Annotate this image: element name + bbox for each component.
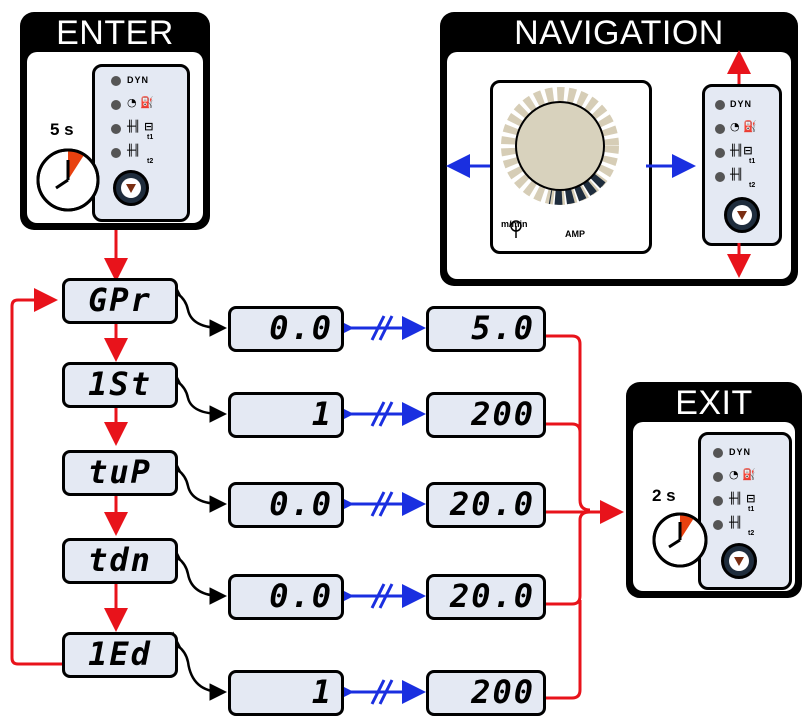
spot-timer-icon: ◔ ⛽ [127,96,155,109]
dyn-led [715,100,725,110]
max-display-tdn: 20.0 [426,574,546,620]
param-display-1ed: 1Ed [62,632,178,678]
max-value: 200 [471,673,535,711]
enter-button[interactable] [721,543,757,579]
interval-icon: ╫╢⊟ [730,144,753,157]
enter-control-panel: DYN ◔ ⛽ ╫╢ ⊟ t1 ╫╢ t2 [92,64,190,222]
spot-timer-icon: ◔ ⛽ [729,468,757,481]
interval-icon: ╫╢ ⊟ [729,492,756,505]
t2-label: t2 [147,158,154,165]
max-display-gpr: 5.0 [426,306,546,352]
rotary-knob-icon [501,87,619,238]
param-display-tup: tuP [62,450,178,496]
max-display-tup: 20.0 [426,482,546,528]
t2-label: t2 [749,182,756,189]
min-display-1st: 1 [228,392,344,438]
range-arrows [330,315,426,705]
enter-timer-icon [36,148,100,212]
enter-time: 5 s [50,120,74,139]
min-display-tup: 0.0 [228,482,344,528]
dyn-label: DYN [729,447,752,457]
min-value: 0.0 [269,577,333,615]
param-code: 1Ed [88,635,152,673]
max-value: 20.0 [449,485,535,523]
param-code: GPr [88,281,152,319]
min-value: 1 [311,395,333,433]
enter-title: ENTER [20,12,210,52]
pulse-icon: ╫╢ [127,144,141,157]
dyn-label: DYN [730,99,753,109]
param-display-1st: 1St [62,362,178,408]
min-value: 0.0 [269,309,333,347]
t1-label: t1 [748,506,755,513]
pulse-led [715,172,725,182]
pulse-led [713,520,723,530]
nav-control-panel: DYN ◔ ⛽ ╫╢⊟ t1 ╫╢ t2 [702,84,782,246]
param-display-tdn: tdn [62,538,178,584]
max-display-1st: 200 [426,392,546,438]
param-code: 1St [88,365,152,403]
spot-timer-icon: ◔ ⛽ [730,120,758,133]
min-value: 0.0 [269,485,333,523]
param-to-value-arrows [162,279,227,701]
min-display-gpr: 0.0 [228,306,344,352]
min-display-1ed: 1 [228,670,344,716]
t1-label: t1 [147,134,154,141]
interval-icon: ╫╢ ⊟ [127,120,154,133]
enter-button[interactable] [724,197,760,233]
max-value: 20.0 [449,577,535,615]
dyn-label: DYN [127,75,150,85]
max-value: 5.0 [471,309,535,347]
spot-led [715,124,725,134]
dyn-led [713,448,723,458]
loop-back-arrow [10,288,62,666]
t1-label: t1 [749,158,756,165]
min-value: 1 [311,673,333,711]
dyn-led [111,76,121,86]
param-display-gpr: GPr [62,278,178,324]
navigation-title: NAVIGATION [440,12,798,52]
interval-led [715,148,725,158]
max-value: 200 [471,395,535,433]
interval-led [713,496,723,506]
enter-button[interactable] [113,170,149,206]
exit-title: EXIT [626,382,802,422]
wire-speed-label: m/min [501,219,528,229]
max-display-1ed: 200 [426,670,546,716]
pulse-icon: ╫╢ [730,168,744,181]
exit-flow-arrows [546,334,624,700]
exit-control-panel: DYN ◔ ⛽ ╫╢ ⊟ t1 ╫╢ t2 [698,432,792,590]
min-display-tdn: 0.0 [228,574,344,620]
exit-time: 2 s [652,486,676,505]
param-code: tdn [88,541,152,579]
t2-label: t2 [748,530,755,537]
amp-label: AMP [565,229,585,239]
param-code: tuP [88,453,152,491]
exit-timer-icon [652,512,708,568]
spot-led [111,100,121,110]
pulse-led [111,148,121,158]
spot-led [713,472,723,482]
pulse-icon: ╫╢ [729,516,743,529]
interval-led [111,124,121,134]
